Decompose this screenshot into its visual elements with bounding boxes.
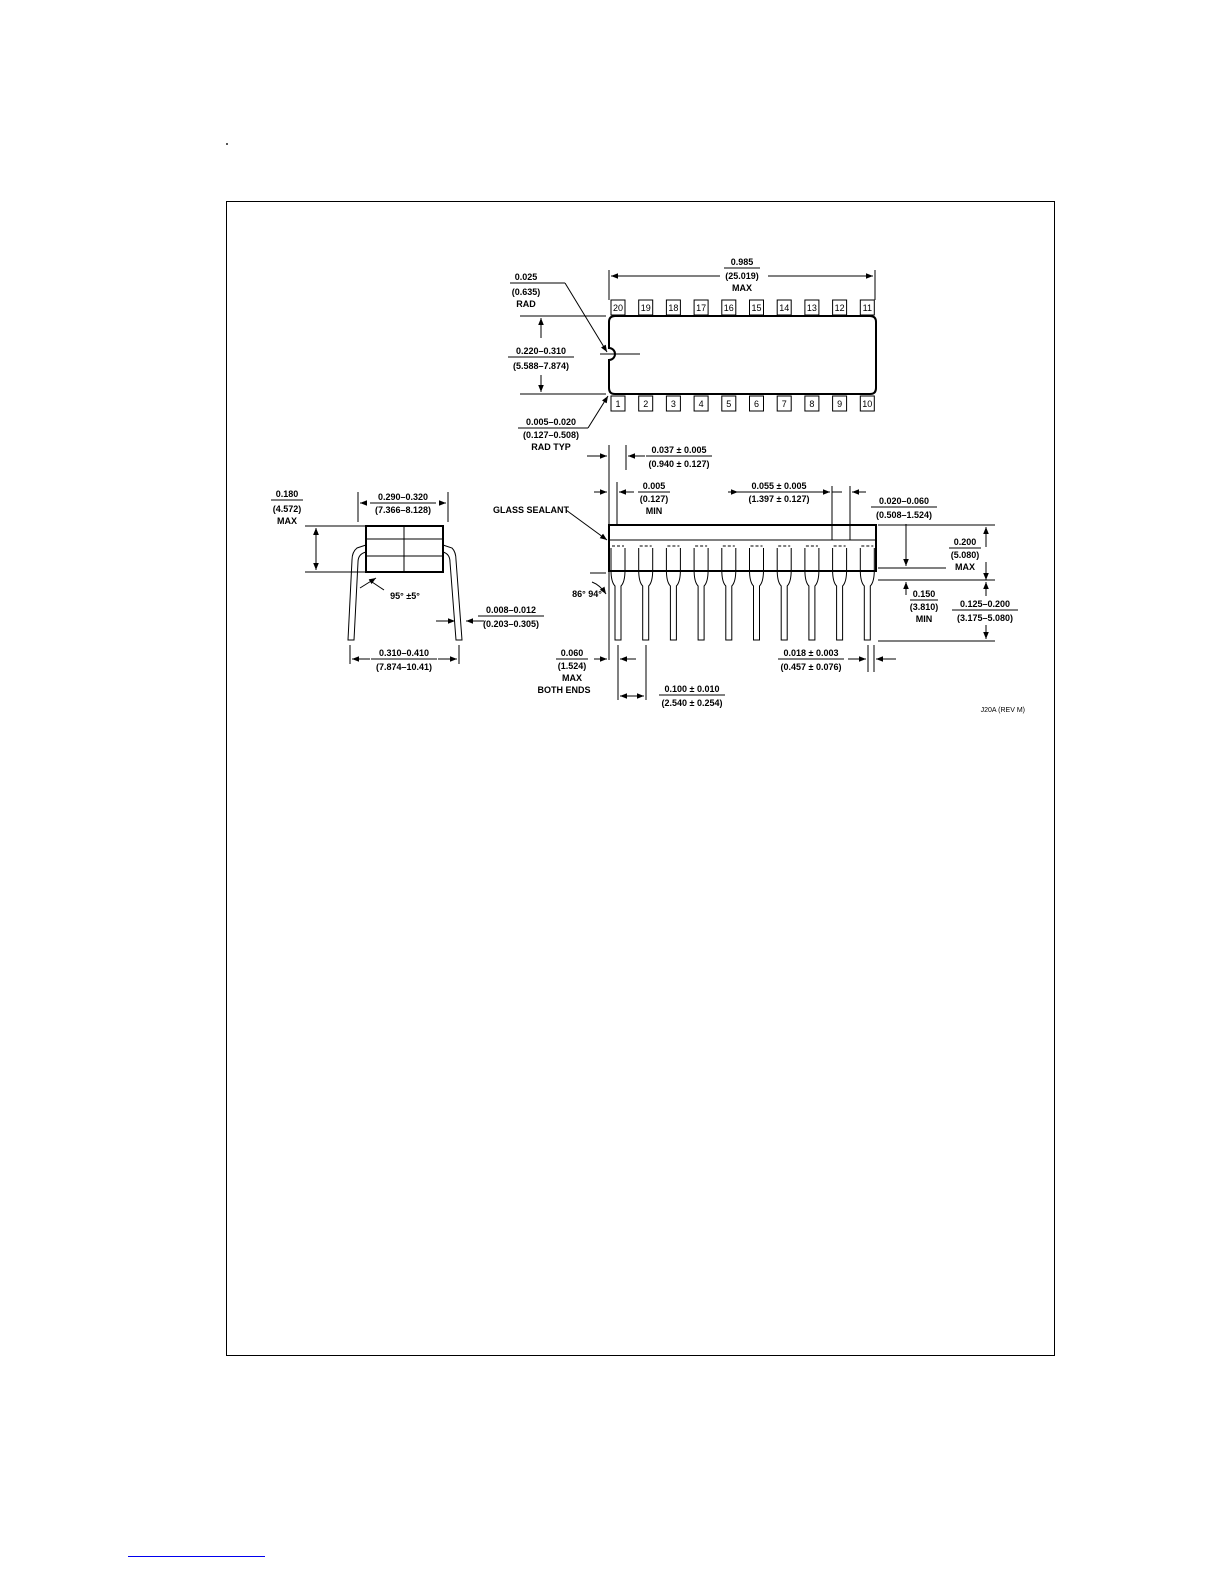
end-gap-in: 0.020–0.060: [879, 496, 929, 506]
lead-angle: 95° ±5°: [390, 591, 420, 601]
body-width-in: 0.220–0.310: [516, 346, 566, 356]
body-height-max: MAX: [955, 562, 975, 572]
pin-box: [832, 395, 848, 412]
pin-number: 1: [615, 399, 620, 409]
lead-thickness-in: 0.008–0.012: [486, 605, 536, 615]
seating-min-in: 0.150: [913, 589, 936, 599]
pin-number: 3: [671, 399, 676, 409]
drawing-id: J20A (REV M): [981, 707, 1025, 714]
pin-number: 14: [779, 303, 789, 313]
page-mark: [226, 143, 228, 145]
pin-box: [693, 395, 709, 412]
notch-radius-in: 0.025: [515, 272, 538, 282]
side-lead: [804, 548, 820, 641]
pin-number: 6: [754, 399, 759, 409]
pitch-in: 0.100 ± 0.010: [665, 684, 720, 694]
pin-box: [665, 395, 681, 412]
end-lead-mm: (1.524): [558, 661, 587, 671]
overall-length-mm: (25.019): [725, 271, 759, 281]
end-width-in: 0.290–0.320: [378, 492, 428, 502]
overall-length-max: MAX: [732, 283, 752, 293]
pin-number: 13: [807, 303, 817, 313]
seating-min-label: MIN: [916, 614, 933, 624]
side-lead: [693, 548, 709, 641]
pin-number: 19: [641, 303, 651, 313]
pin-number: 4: [699, 399, 704, 409]
pin-number: 11: [863, 303, 872, 313]
end-height-mm: (4.572): [273, 504, 302, 514]
end-height-in: 0.180: [276, 489, 299, 499]
lead-length-in: 0.125–0.200: [960, 599, 1010, 609]
lead-width-upper-mm: (1.397 ± 0.127): [749, 494, 810, 504]
pin-box: [721, 395, 737, 412]
lead-spread-mm: (7.874–10.41): [376, 662, 432, 672]
pin-box: [610, 395, 626, 412]
end-width-mm: (7.366–8.128): [375, 505, 431, 515]
shoulder-mm: (0.940 ± 0.127): [649, 459, 710, 469]
glass-sealant-label: GLASS SEALANT: [493, 505, 570, 515]
end-height-max: MAX: [277, 516, 297, 526]
body-width-mm: (5.588–7.874): [513, 361, 569, 371]
pin-number: 18: [668, 303, 678, 313]
pin-number: 15: [751, 303, 761, 313]
end-gap-mm: (0.508–1.524): [876, 510, 932, 520]
corner-radius-label: RAD TYP: [531, 442, 571, 452]
pin-number: 7: [782, 399, 787, 409]
lead-thickness-mm: (0.203–0.305): [483, 619, 539, 629]
body-height-in: 0.200: [954, 537, 977, 547]
side-lead: [721, 548, 737, 641]
side-lead: [610, 548, 626, 641]
offset-min-in: 0.005: [643, 481, 666, 491]
pin-box: [859, 395, 875, 412]
offset-min-label: MIN: [646, 506, 663, 516]
end-lead-in: 0.060: [561, 648, 584, 658]
drawing-frame: [226, 201, 1055, 1356]
pin-number: 9: [837, 399, 842, 409]
pin-number: 5: [726, 399, 731, 409]
lead-width-mm: (0.457 ± 0.076): [781, 662, 842, 672]
pin-box: [804, 395, 820, 412]
side-lead: [832, 548, 848, 641]
pin-number: 20: [613, 303, 623, 313]
end-view: 0.180 (4.572) MAX 0.290–0.320 (7.366–8.1…: [271, 489, 544, 672]
pin-number: 10: [862, 399, 872, 409]
notch-radius-label: RAD: [516, 299, 536, 309]
side-angle: 86° 94°: [572, 589, 602, 599]
pin-number: 8: [809, 399, 814, 409]
pitch-mm: (2.540 ± 0.254): [662, 698, 723, 708]
shoulder-in: 0.037 ± 0.005: [652, 445, 707, 455]
pin-number: 17: [696, 303, 706, 313]
body-height-mm: (5.080): [951, 550, 980, 560]
pin-box: [749, 395, 764, 412]
seating-min-mm: (3.810): [910, 602, 939, 612]
pin-number: 2: [643, 399, 648, 409]
side-lead: [859, 548, 875, 641]
pin-number: 16: [724, 303, 734, 313]
overall-length-in: 0.985: [731, 257, 754, 267]
side-lead: [749, 548, 764, 641]
end-lead-max: MAX: [562, 673, 582, 683]
lead-length-mm: (3.175–5.080): [957, 613, 1013, 623]
lead-spread-in: 0.310–0.410: [379, 648, 429, 658]
corner-radius-in: 0.005–0.020: [526, 417, 576, 427]
side-lead: [665, 548, 681, 641]
side-lead: [638, 548, 654, 641]
pin-box: [776, 395, 792, 412]
pin-number: 12: [835, 303, 845, 313]
side-view: 0.037 ± 0.005 (0.940 ± 0.127) 0.005 (0.1…: [493, 445, 1025, 714]
side-lead: [776, 548, 792, 641]
lead-width-upper-in: 0.055 ± 0.005: [752, 481, 807, 491]
pin-box: [638, 395, 654, 412]
offset-min-mm: (0.127): [640, 494, 669, 504]
end-lead-both: BOTH ENDS: [537, 685, 590, 695]
lead-width-in: 0.018 ± 0.003: [784, 648, 839, 658]
footer-link[interactable]: [128, 1556, 265, 1557]
corner-radius-mm: (0.127–0.508): [523, 430, 579, 440]
notch-radius-mm: (0.635): [512, 287, 541, 297]
